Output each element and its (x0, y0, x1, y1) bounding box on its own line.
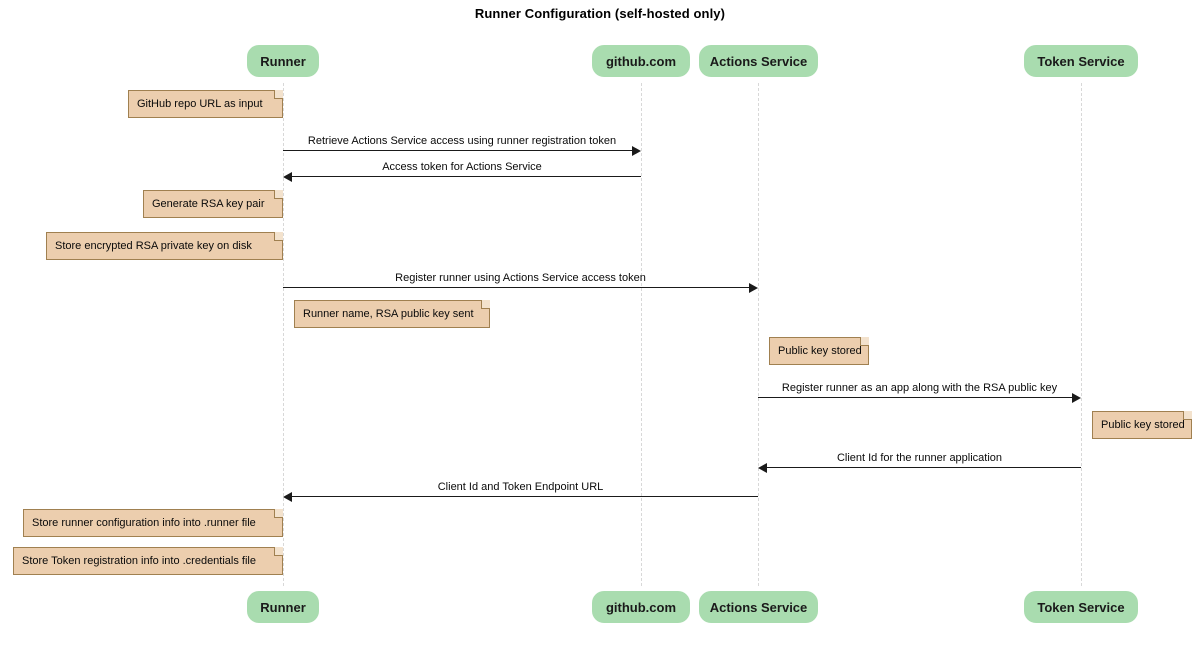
participant-label: github.com (605, 599, 677, 615)
arrowhead-m1 (632, 146, 641, 156)
message-line-m2 (292, 176, 641, 177)
participant-actions-top[interactable]: Actions Service (699, 45, 818, 77)
message-line-m3 (283, 287, 749, 288)
note-runner-name-rsa-public-key-sent: Runner name, RSA public key sent (294, 300, 490, 328)
participant-label: Actions Service (709, 599, 808, 615)
note-public-key-stored-actions: Public key stored (769, 337, 869, 365)
message-label-m6: Client Id and Token Endpoint URL (437, 481, 604, 493)
note-fold-icon (274, 509, 283, 518)
message-line-m1 (283, 150, 632, 151)
participant-label: github.com (605, 53, 677, 69)
message-label-m1: Retrieve Actions Service access using ru… (307, 135, 617, 147)
note-store-encrypted-rsa-private-key: Store encrypted RSA private key on disk (46, 232, 283, 260)
lifeline-runner (283, 83, 284, 586)
note-fold-icon (860, 337, 869, 346)
message-label-m2: Access token for Actions Service (382, 161, 542, 173)
message-label-m5: Client Id for the runner application (836, 452, 1003, 464)
participant-runner-top[interactable]: Runner (247, 45, 319, 77)
note-label: Public key stored (778, 345, 862, 357)
participant-token-top[interactable]: Token Service (1024, 45, 1138, 77)
note-fold-icon (274, 547, 283, 556)
note-generate-rsa-key-pair: Generate RSA key pair (143, 190, 283, 218)
participant-label: Runner (260, 53, 306, 69)
note-label: GitHub repo URL as input (137, 98, 263, 110)
participant-label: Actions Service (709, 53, 808, 69)
participant-label: Runner (260, 599, 306, 615)
arrowhead-m3 (749, 283, 758, 293)
message-line-m5 (767, 467, 1081, 468)
participant-label: Token Service (1037, 53, 1125, 69)
lifeline-github (641, 83, 642, 586)
arrowhead-m2 (283, 172, 292, 182)
note-label: Runner name, RSA public key sent (303, 308, 474, 320)
note-github-repo-url: GitHub repo URL as input (128, 90, 283, 118)
participant-github-bottom[interactable]: github.com (592, 591, 690, 623)
participant-actions-bottom[interactable]: Actions Service (699, 591, 818, 623)
message-label-m3: Register runner using Actions Service ac… (395, 272, 646, 284)
page-title: Runner Configuration (self-hosted only) (474, 6, 726, 21)
note-fold-icon (1183, 411, 1192, 420)
note-store-runner-configuration: Store runner configuration info into .ru… (23, 509, 283, 537)
note-label: Generate RSA key pair (152, 198, 265, 210)
message-line-m6 (292, 496, 758, 497)
arrowhead-m4 (1072, 393, 1081, 403)
note-label: Store runner configuration info into .ru… (32, 517, 256, 529)
note-label: Store Token registration info into .cred… (22, 555, 256, 567)
message-label-m4: Register runner as an app along with the… (781, 382, 1058, 394)
note-public-key-stored-token: Public key stored (1092, 411, 1192, 439)
lifeline-token (1081, 83, 1082, 586)
arrowhead-m6 (283, 492, 292, 502)
participant-github-top[interactable]: github.com (592, 45, 690, 77)
note-fold-icon (274, 90, 283, 99)
participant-label: Token Service (1037, 599, 1125, 615)
participant-runner-bottom[interactable]: Runner (247, 591, 319, 623)
note-label: Store encrypted RSA private key on disk (55, 240, 252, 252)
arrowhead-m5 (758, 463, 767, 473)
note-fold-icon (274, 190, 283, 199)
participant-token-bottom[interactable]: Token Service (1024, 591, 1138, 623)
note-label: Public key stored (1101, 419, 1185, 431)
note-fold-icon (481, 300, 490, 309)
lifeline-actions (758, 83, 759, 586)
message-line-m4 (758, 397, 1072, 398)
note-store-token-registration: Store Token registration info into .cred… (13, 547, 283, 575)
note-fold-icon (274, 232, 283, 241)
